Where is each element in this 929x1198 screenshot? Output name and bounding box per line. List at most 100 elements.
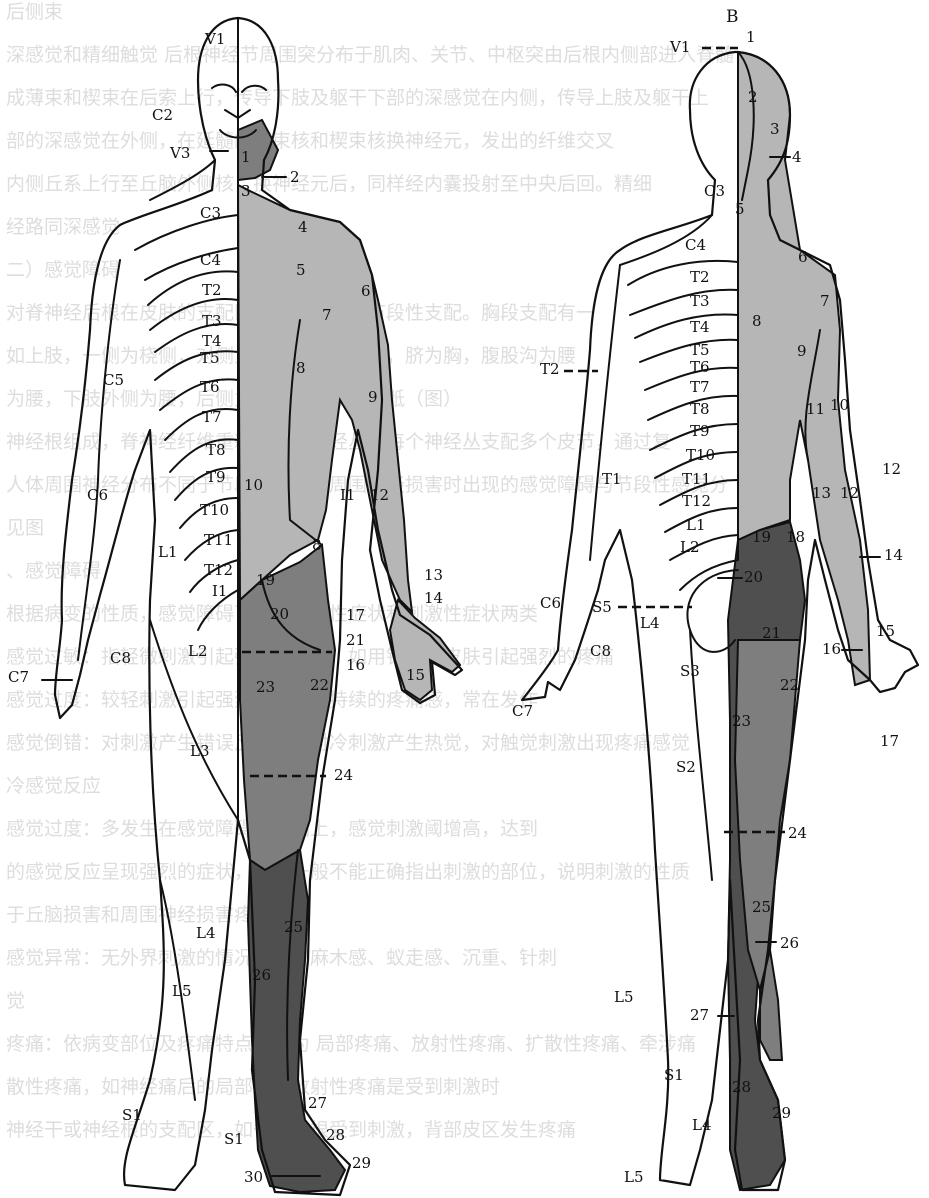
background-text-line: 疼痛：依病变部位及疼痛特点可分为 局部疼痛、放射性疼痛、扩散性疼痛、牵涉痛 (6, 1033, 696, 1055)
label-back-n2: 2 (748, 88, 758, 106)
label-back-L4: L4 (640, 614, 660, 632)
label-front-n14: 14 (424, 589, 443, 607)
label-front-n7: 7 (322, 306, 332, 324)
label-front-S1b: S1 (224, 1130, 244, 1148)
label-front-n15: 15 (406, 666, 425, 684)
label-back-T1: T1 (602, 470, 622, 488)
label-front-n17: 17 (346, 606, 365, 624)
label-front-n13: 13 (424, 566, 443, 584)
front-band (135, 215, 238, 250)
label-back-n14: 14 (884, 546, 903, 564)
label-back-n5: 5 (735, 200, 745, 218)
background-text-line: 冷感觉反应 (6, 775, 101, 797)
label-front-C6: C6 (87, 486, 108, 504)
label-front-T8: T8 (206, 441, 226, 459)
label-front-C4: C4 (200, 251, 221, 269)
label-front-n3: 3 (241, 182, 251, 200)
label-front-T3: T3 (202, 312, 222, 330)
label-back-T10: T10 (686, 446, 715, 464)
label-back-C4: C4 (685, 236, 706, 254)
label-back-n12b: 12 (840, 484, 859, 502)
label-front-n21: 21 (346, 631, 365, 649)
label-front-S1a: S1 (122, 1106, 142, 1124)
label-front-C7: C7 (8, 668, 29, 686)
label-front-n10: 10 (244, 476, 263, 494)
label-back-n6: 6 (798, 248, 808, 266)
label-front-n2: 2 (290, 168, 300, 186)
label-back-n16: 16 (822, 640, 841, 658)
label-front-n29: 29 (352, 1154, 371, 1172)
label-front-n11: I1 (340, 486, 355, 504)
label-back-n3: 3 (770, 120, 780, 138)
label-back-n7: 7 (820, 292, 830, 310)
label-back-n23: 23 (732, 712, 751, 730)
label-front-n20: 20 (270, 605, 289, 623)
front-band (145, 248, 238, 280)
label-back-T9: T9 (690, 422, 710, 440)
label-front-T9: T9 (206, 468, 226, 486)
label-back-L5b: L5 (624, 1168, 644, 1186)
label-front-n6: 6 (361, 282, 371, 300)
label-front-n16: 16 (346, 656, 365, 674)
label-back-n21: 21 (762, 624, 781, 642)
back-band (635, 314, 738, 338)
label-back-S2: S2 (676, 758, 696, 776)
label-front-n19: 19 (256, 571, 275, 589)
label-front-n28: 28 (326, 1126, 345, 1144)
label-back-T7: T7 (690, 378, 710, 396)
background-text-line: 部的深感觉在外侧，在延髓的薄束核和楔束核换神经元，发出的纤维交叉 (6, 130, 614, 152)
background-text-line: 于丘脑损害和周围神经损害疼痛 (6, 904, 272, 926)
label-back-C7: C7 (512, 702, 533, 720)
background-text-line: 内侧丘系上行至丘脑外侧核，换神经元后，同样经内囊投射至中央后回。精细 (6, 173, 652, 195)
label-back-n27: 27 (690, 1006, 709, 1024)
label-front-n8b: 8 (312, 536, 322, 554)
background-text-line: 的感觉反应呈现强烈的症状，患者一般不能正确指出刺激的部位，说明刺激的性质 (6, 861, 690, 883)
label-back-T8: T8 (690, 400, 710, 418)
panel-b-title: B (726, 7, 739, 27)
label-back-T4: T4 (690, 318, 710, 336)
label-back-n13: 13 (812, 484, 831, 502)
label-back-n24: 24 (788, 824, 807, 842)
label-back-n15: 15 (876, 622, 895, 640)
label-front-L4: L4 (196, 924, 216, 942)
label-back-S3: S3 (680, 662, 700, 680)
label-front-n24: 24 (334, 766, 353, 784)
label-back-n26: 26 (780, 934, 799, 952)
label-back-T5: T5 (690, 341, 710, 359)
label-front-T6: T6 (200, 378, 220, 396)
label-back-n20: 20 (744, 568, 763, 586)
label-front-V3: V3 (169, 144, 190, 162)
label-back-L4b: L4 (692, 1116, 712, 1134)
label-front-C3: C3 (200, 204, 221, 222)
label-back-C8: C8 (590, 642, 611, 660)
label-back-n22: 22 (780, 676, 799, 694)
label-front-T7: T7 (202, 408, 222, 426)
label-back-T6: T6 (690, 358, 710, 376)
label-back-T12: T12 (682, 492, 711, 510)
label-front-V1: V1 (204, 30, 225, 48)
background-text-line: 经路同深感觉 (6, 216, 120, 238)
label-front-n23: 23 (256, 678, 275, 696)
label-front-n12: 12 (370, 486, 389, 504)
front-zone-shoulder-chest (238, 185, 412, 612)
back-band (630, 290, 738, 315)
back-band (640, 340, 738, 362)
background-text-line: 、感觉障碍 (6, 560, 101, 582)
label-front-T5: T5 (200, 349, 220, 367)
label-front-I1: I1 (212, 582, 227, 600)
label-back-n10: 10 (830, 396, 849, 414)
back-body-figure (522, 48, 918, 1190)
label-back-T2b: T2 (540, 360, 560, 378)
label-front-n5: 5 (296, 261, 306, 279)
label-back-n4: 4 (792, 148, 802, 166)
label-front-L5: L5 (172, 982, 192, 1000)
label-back-V1: V1 (669, 38, 690, 56)
label-back-n12a: 12 (882, 460, 901, 478)
label-front-n9: 9 (368, 388, 378, 406)
label-back-n28: 28 (732, 1078, 751, 1096)
label-back-n1: 1 (746, 28, 756, 46)
background-text-line: 二）感觉障碍 (6, 259, 120, 281)
label-front-n22: 22 (310, 676, 329, 694)
label-front-C8: C8 (110, 649, 131, 667)
